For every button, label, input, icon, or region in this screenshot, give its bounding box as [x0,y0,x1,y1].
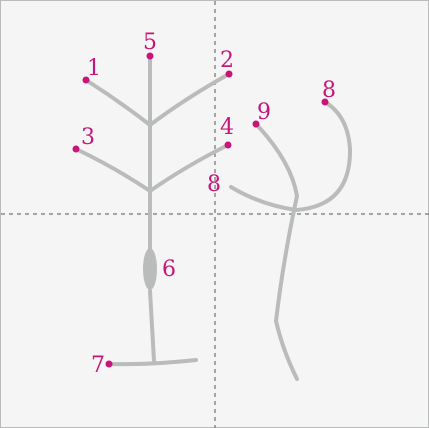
stroke-6-dot [143,248,157,290]
stroke-4 [148,143,230,193]
stroke-9-start-dot [252,120,260,128]
stroke-7-start-dot [105,360,113,368]
stroke-1-start-dot [82,76,90,84]
stroke-number-4: 4 [220,115,234,140]
stroke-number-3: 3 [81,125,95,150]
stroke-6-tail [148,289,156,363]
stroke-number-1: 1 [87,56,101,81]
stroke-4-start-dot [224,141,232,149]
stroke-8 [229,100,353,212]
stroke-number-7: 7 [91,353,105,378]
stroke-1 [84,78,152,127]
stroke-2 [148,72,231,127]
stroke-2-start-dot [225,70,233,78]
stroke-number-6: 6 [162,257,176,282]
stroke-7 [107,358,198,367]
stroke-number-5: 5 [143,30,157,55]
stroke-5-start-dot [146,52,154,60]
stroke-number-8-right: 8 [322,78,336,103]
stroke-number-2: 2 [220,48,234,73]
stroke-9 [254,122,299,381]
stroke-8-start-dot [321,98,329,106]
stroke-3 [74,147,152,193]
stroke-3-start-dot [72,145,80,153]
stroke-number-9: 9 [257,100,271,125]
stroke-number-8-left: 8 [207,172,221,197]
